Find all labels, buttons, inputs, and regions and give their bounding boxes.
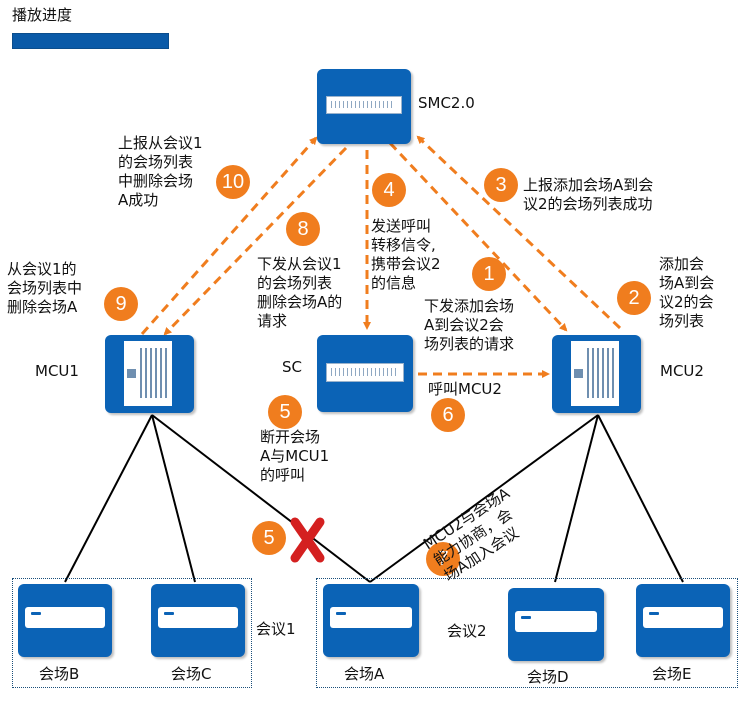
arrow-step-10 <box>140 136 318 335</box>
mcu2-device[interactable] <box>552 335 641 413</box>
progress-label: 播放进度 <box>12 6 73 24</box>
smc-rack-icon <box>326 96 402 114</box>
step-8-badge: 8 <box>286 212 320 246</box>
site-d-terminal[interactable] <box>508 588 604 661</box>
step-1-text: 下发添加会场 A到会议2会 场列表的请求 <box>424 297 515 353</box>
step-6-badge: 6 <box>431 398 465 432</box>
link-mcu1-site-b <box>64 414 153 583</box>
step-4-badge: 4 <box>372 173 406 207</box>
terminal-icon <box>643 607 723 628</box>
step-1-badge: 1 <box>472 257 506 291</box>
progress-fill <box>13 34 168 48</box>
step-6-text: 呼叫MCU2 <box>428 380 502 398</box>
step-9-badge: 9 <box>104 287 138 321</box>
conference-2-label: 会议2 <box>447 622 487 640</box>
site-d-label: 会场D <box>527 668 569 686</box>
smc-server[interactable] <box>317 69 411 144</box>
step-5-text: 断开会场 A与MCU1 的呼叫 <box>260 428 330 484</box>
step-10-badge: 10 <box>216 165 250 199</box>
step-2-badge: 2 <box>617 281 651 315</box>
cross-mark-icon <box>290 517 325 563</box>
mcu2-label: MCU2 <box>660 362 704 380</box>
step-2-text: 添加会 场A到会 议2的会 场列表 <box>659 255 715 330</box>
terminal-icon <box>25 607 105 628</box>
arrow-step-3 <box>416 135 622 330</box>
conference-2-group <box>316 578 738 688</box>
mcu1-device[interactable] <box>105 335 194 413</box>
progress-bar[interactable] <box>12 33 169 49</box>
mcu1-label: MCU1 <box>35 362 79 380</box>
step-3-badge: 3 <box>484 168 518 202</box>
arrow-step-8 <box>163 146 348 336</box>
step-3-text: 上报添加会场A到会 议2的会场列表成功 <box>523 176 654 213</box>
link-mcu1-site-c <box>151 414 196 583</box>
sc-rack-icon <box>326 363 404 382</box>
terminal-icon <box>330 607 412 628</box>
step-10-text: 上报从会议1 的会场列表 中删除会场 A成功 <box>118 134 203 209</box>
step-8-text: 下发从会议1 的会场列表 删除会场A的 请求 <box>257 255 343 330</box>
step-4-text: 发送呼叫 转移信令, 携带会议2 的信息 <box>371 217 441 292</box>
link-mcu2-site-e <box>597 414 684 583</box>
site-b-label: 会场B <box>39 665 80 683</box>
mcu1-chassis-icon <box>124 341 172 406</box>
mcu2-chassis-icon <box>571 341 619 406</box>
conference-1-label: 会议1 <box>256 620 296 638</box>
link-mcu2-site-d <box>554 414 599 583</box>
sc-label: SC <box>282 358 302 376</box>
site-e-label: 会场E <box>652 665 692 683</box>
site-c-terminal[interactable] <box>151 584 245 657</box>
step-7-badge: 7 <box>426 542 460 576</box>
site-e-terminal[interactable] <box>636 584 730 657</box>
arrow-step-1 <box>388 141 568 332</box>
smc-label: SMC2.0 <box>418 94 475 112</box>
link-mcu1-site-a <box>151 414 371 583</box>
terminal-icon <box>158 607 238 628</box>
link-mcu2-site-a <box>369 414 599 583</box>
site-c-label: 会场C <box>171 665 212 683</box>
terminal-icon <box>515 611 597 632</box>
step-9-text: 从会议1的 会场列表中 删除会场A <box>7 260 83 316</box>
site-a-terminal[interactable] <box>323 584 419 657</box>
step-5-cut-badge: 5 <box>252 521 286 555</box>
step-5-badge: 5 <box>268 395 302 429</box>
conference-1-group <box>12 578 252 688</box>
sc-server[interactable] <box>317 335 413 412</box>
site-a-label: 会场A <box>344 665 385 683</box>
site-b-terminal[interactable] <box>18 584 112 657</box>
